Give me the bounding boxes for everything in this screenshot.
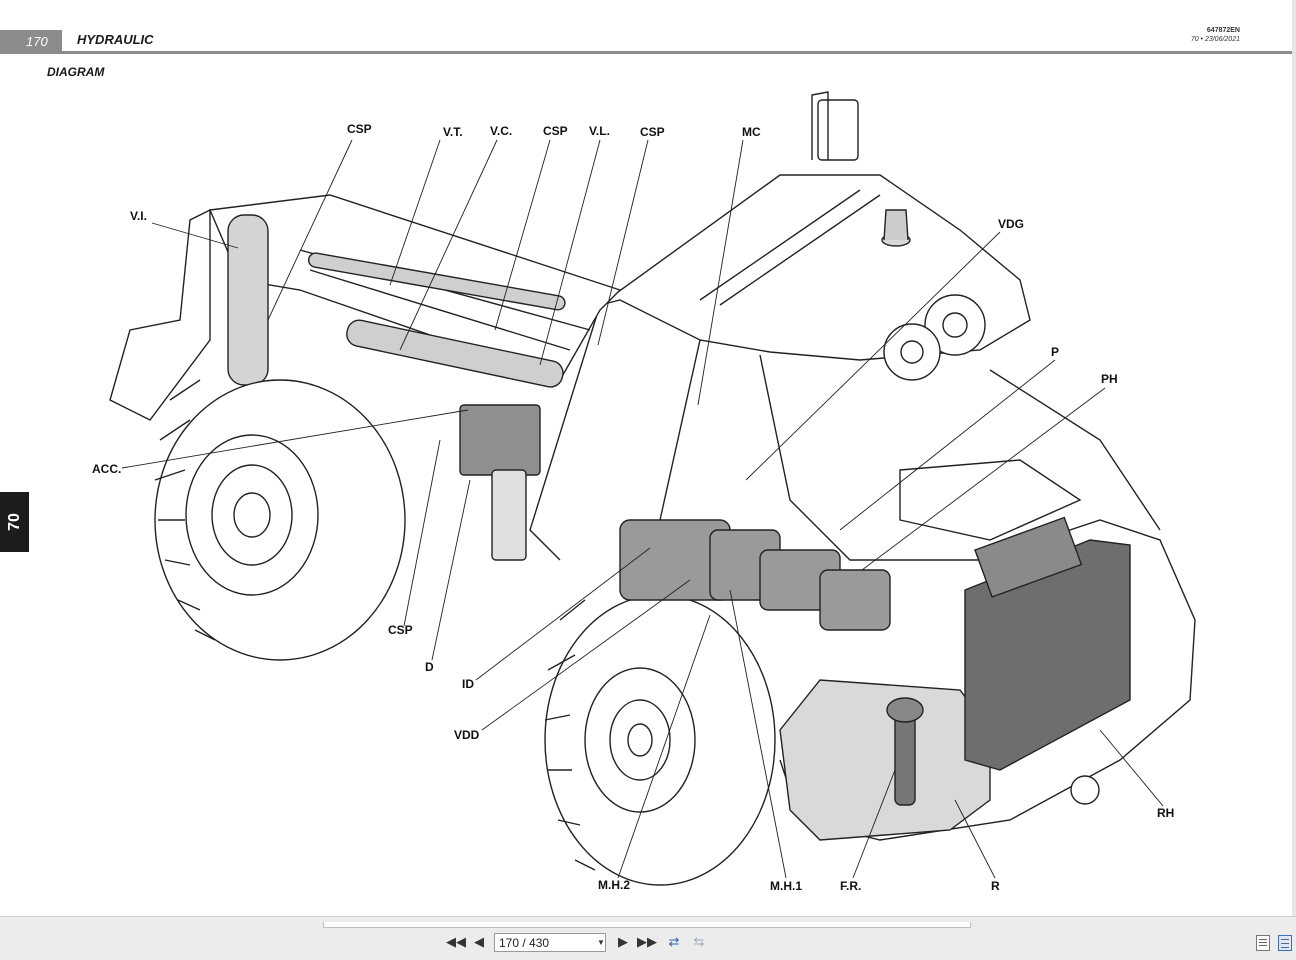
single-page-view-icon[interactable]: [1256, 935, 1270, 951]
callout-vi: V.I.: [130, 209, 147, 223]
callout-vc: V.C.: [490, 124, 513, 138]
callout-csp-top-right: CSP: [640, 125, 665, 139]
callout-csp-bottom: CSP: [388, 623, 413, 637]
next-view-icon[interactable]: ⇆: [693, 934, 705, 949]
page-number-input[interactable]: [494, 933, 606, 952]
continuous-view-icon[interactable]: [1278, 935, 1292, 951]
doc-revision: 70 • 23/06/2021: [1190, 36, 1240, 43]
callout-csp-top-left: CSP: [347, 122, 372, 136]
callout-r: R: [991, 879, 1000, 893]
page-edge: [1292, 0, 1296, 916]
callout-vt: V.T.: [443, 125, 463, 139]
chapter-number: 70: [5, 513, 23, 531]
header-rule: [0, 51, 1292, 54]
callout-p: P: [1051, 345, 1060, 359]
callout-d: D: [425, 660, 434, 674]
page-dropdown-icon[interactable]: ▼: [597, 938, 605, 947]
previous-page-icon[interactable]: ◀: [474, 934, 484, 949]
callout-mh2: M.H.2: [598, 878, 631, 892]
previous-view-icon[interactable]: ⇄: [668, 934, 680, 949]
callout-rh: RH: [1157, 806, 1175, 820]
callout-csp-top-middle: CSP: [543, 124, 568, 138]
section-title: HYDRAULIC: [77, 32, 154, 47]
document-reference: 647872EN 70 • 23/06/2021: [1191, 26, 1240, 44]
callout-ph: PH: [1101, 372, 1118, 386]
last-page-icon[interactable]: ▶▶: [637, 934, 657, 949]
callout-vdd: VDD: [454, 728, 480, 742]
page-number-tab: [0, 30, 62, 53]
diagram-subtitle: DIAGRAM: [47, 65, 105, 79]
callout-acc: ACC.: [92, 462, 122, 476]
callout-vl: V.L.: [589, 124, 610, 138]
doc-code: 647872EN: [1206, 27, 1240, 34]
horizontal-scrollbar[interactable]: [323, 922, 971, 928]
callout-id: ID: [462, 677, 474, 691]
callout-fr: F.R.: [840, 879, 862, 893]
hydraulic-diagram-illustration: [109, 91, 1196, 886]
callout-mc: MC: [742, 125, 761, 139]
callout-vdg: VDG: [998, 217, 1025, 231]
next-page-icon[interactable]: ▶: [618, 934, 628, 949]
callout-mh1: M.H.1: [770, 879, 803, 893]
first-page-icon[interactable]: ◀◀: [446, 934, 466, 949]
chapter-side-tab: 70: [0, 492, 29, 552]
page-number: 170: [26, 34, 48, 49]
document-page: 170 HYDRAULIC 647872EN 70 • 23/06/2021 D…: [0, 0, 1296, 916]
